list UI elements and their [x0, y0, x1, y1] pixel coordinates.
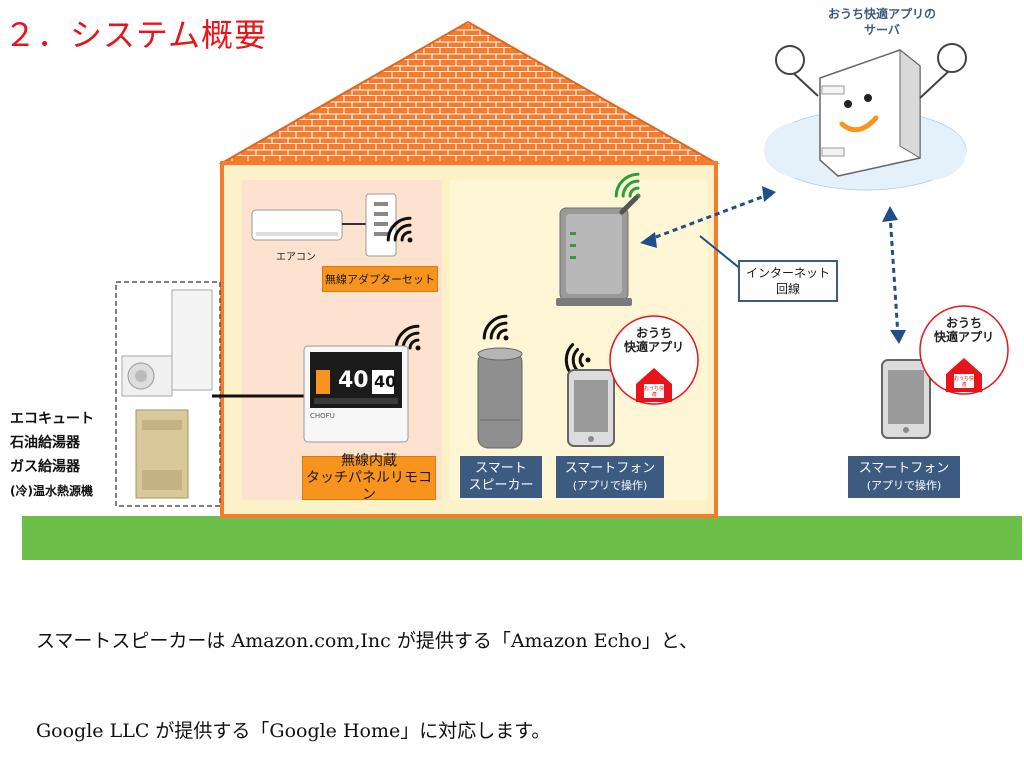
heat-source-3: ガス給湯器 [10, 459, 80, 475]
server-label-line1: おうち快適アプリの [827, 7, 936, 21]
ground [22, 516, 1022, 560]
wireless-adapter [365, 193, 397, 257]
system-diagram [22, 20, 1022, 560]
app-badge-indoor [609, 315, 699, 405]
internet-line-label: インターネット 回線 [738, 260, 838, 302]
phone-label-line2: (アプリで操作) [572, 479, 648, 492]
outside-phone-label-line2: (アプリで操作) [866, 479, 942, 492]
outside-phone-label-line1: スマートフォン [858, 461, 950, 476]
speaker-wifi-icon [482, 314, 509, 341]
cloud-server [764, 43, 967, 191]
aircon-unit [251, 209, 366, 241]
caption-line2: Google LLC が提供する「Google Home」に対応します。 [36, 720, 551, 742]
caption: スマートスピーカーは Amazon.com,Inc が提供する「Amazon E… [36, 566, 698, 776]
caption-line1: スマートスピーカーは Amazon.com,Inc が提供する「Amazon E… [36, 630, 699, 652]
speaker-label-line2: スピーカー [468, 478, 534, 493]
router-wifi-icon [614, 172, 641, 199]
house [218, 20, 720, 518]
remote-temp-right: 40 [374, 372, 397, 391]
server-router-link [647, 192, 771, 242]
app-icon-outside: おうち快適 [954, 376, 975, 388]
app-badge-indoor-line2: 快適アプリ [623, 340, 684, 354]
app-badge-indoor-text: おうち 快適アプリ [618, 326, 690, 354]
adapter-label: 無線アダプターセット [322, 266, 438, 292]
boiler-unit [135, 409, 189, 499]
heat-source-1: エコキュート [10, 411, 94, 427]
phone-label-line1: スマートフォン [564, 461, 656, 476]
smart-speaker [477, 347, 523, 449]
outside-smartphone [881, 359, 931, 439]
app-badge-outside-text: おうち 快適アプリ [928, 316, 1000, 344]
remote-temp-left: 40 [338, 368, 369, 393]
remote-label-line1: 無線内蔵 [341, 452, 397, 469]
adapter-wifi-icon [386, 216, 413, 243]
server-phone-link [888, 213, 900, 337]
ecocute-unit [121, 289, 213, 397]
speaker-label-line1: スマート [475, 461, 527, 476]
app-badge-indoor-line1: おうち [635, 326, 672, 340]
network-lines [640, 186, 906, 344]
phone-label: スマートフォン (アプリで操作) [556, 456, 664, 498]
wifi-router [556, 195, 639, 306]
server-label: おうち快適アプリの サーバ [812, 6, 952, 38]
app-badge-outside-line2: 快適アプリ [933, 330, 994, 344]
internet-line1: インターネット [745, 266, 830, 280]
internet-callout-line [699, 235, 743, 271]
app-badge-outside-line1: おうち [945, 316, 982, 330]
remote-label: 無線内蔵 タッチパネルリモコン [302, 452, 436, 503]
roof [218, 20, 720, 164]
aircon-label: エアコン [276, 252, 316, 263]
heat-source-4: (冷)温水熱源機 [10, 484, 93, 498]
speaker-label: スマート スピーカー [460, 456, 542, 498]
page-title: ２．システム概要 [4, 16, 268, 54]
app-badge-outside [919, 305, 1009, 395]
indoor-smartphone [567, 369, 615, 447]
touch-panel-remote [303, 345, 409, 443]
remote-brand: CHOFU [310, 412, 335, 420]
outside-phone-label: スマートフォン (アプリで操作) [848, 456, 960, 498]
server-label-line2: サーバ [864, 23, 900, 37]
heat-source-2: 石油給湯器 [10, 435, 80, 451]
internet-line2: 回線 [775, 282, 800, 296]
remote-label-line2: タッチパネルリモコン [306, 469, 432, 503]
app-icon-indoor: おうち快適 [644, 386, 665, 398]
